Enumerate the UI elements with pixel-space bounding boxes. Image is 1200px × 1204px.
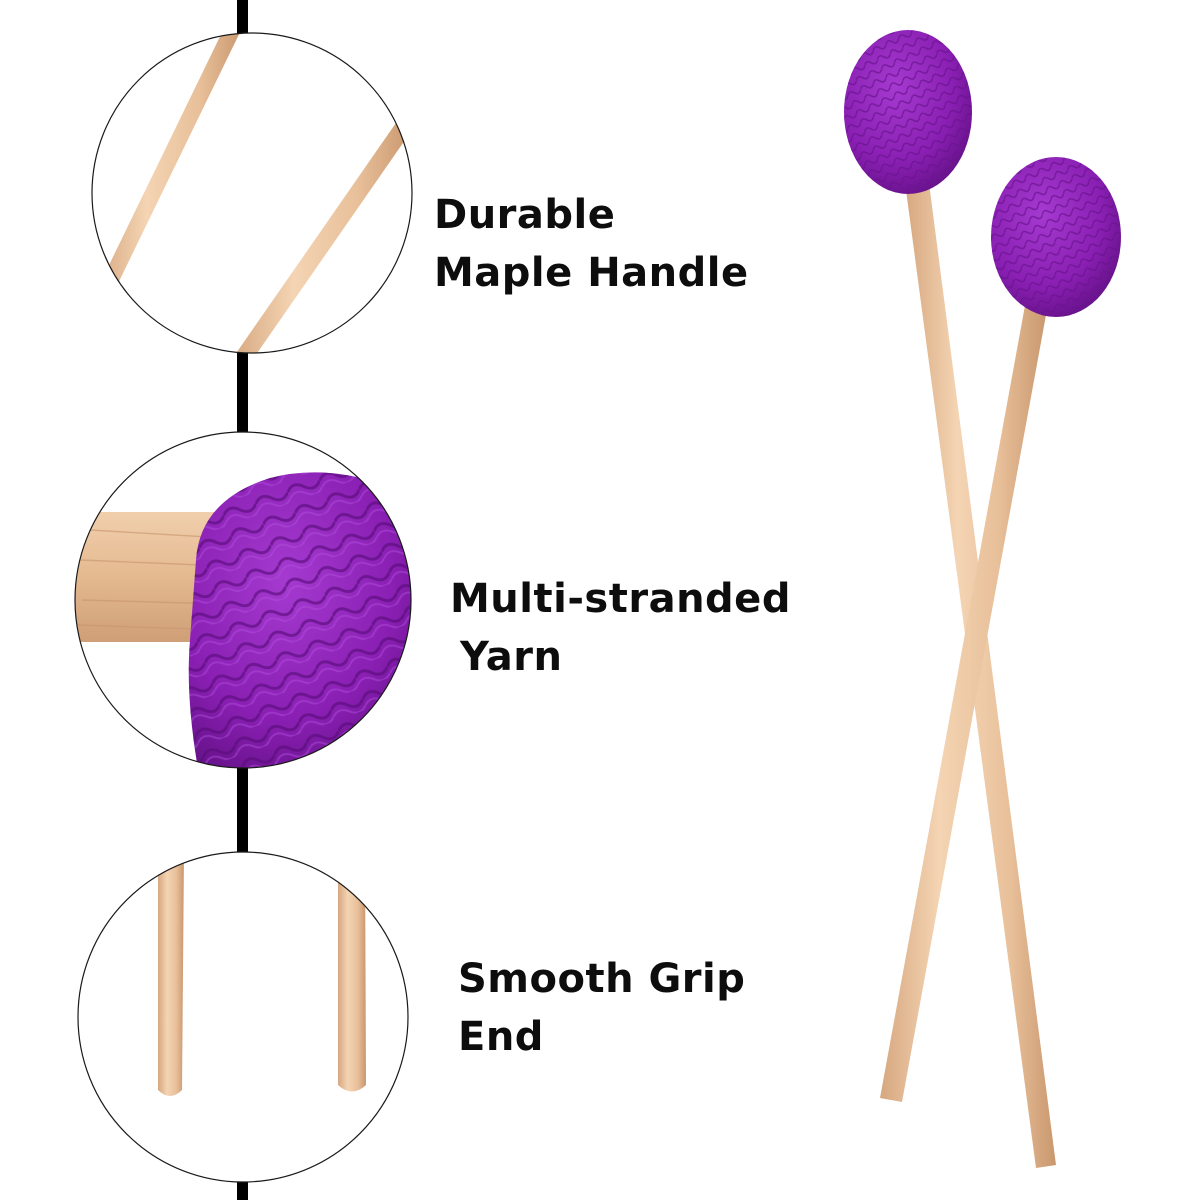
feature-label-line1: Multi-stranded [450,576,791,622]
feature-label-maple-handle: Durable Maple Handle [434,186,749,302]
feature-label-grip-end: Smooth Grip End [458,950,745,1066]
mallet-head-front [991,157,1121,317]
mallet-head-back [844,30,972,194]
feature-label-line2: Maple Handle [434,250,749,296]
detail-circle-yarn [74,431,412,769]
detail-circle-grip-end [77,851,409,1183]
feature-label-yarn: Multi-stranded Yarn [450,570,791,686]
feature-label-line2: Yarn [460,634,563,680]
feature-label-line2: End [458,1014,544,1060]
feature-label-line1: Smooth Grip [458,956,746,1002]
detail-circle-maple-handle [91,32,413,354]
mallet-handle-front [880,300,1048,1102]
feature-label-line1: Durable [434,192,616,238]
mallet-pair-image [844,30,1121,1168]
